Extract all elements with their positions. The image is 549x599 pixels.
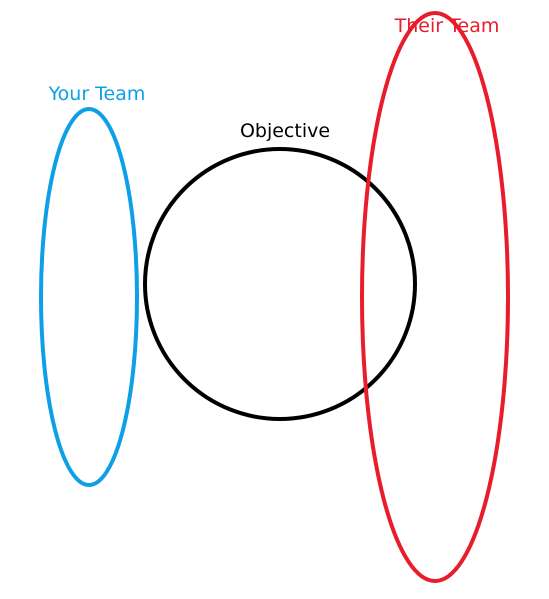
- objective-circle: [143, 147, 417, 421]
- your-team-label: Your Team: [48, 83, 146, 105]
- your-team-ellipse: [39, 107, 139, 487]
- objective-label: Objective: [240, 120, 330, 142]
- their-team-label: Their Team: [394, 15, 500, 37]
- their-team-ellipse: [360, 11, 510, 583]
